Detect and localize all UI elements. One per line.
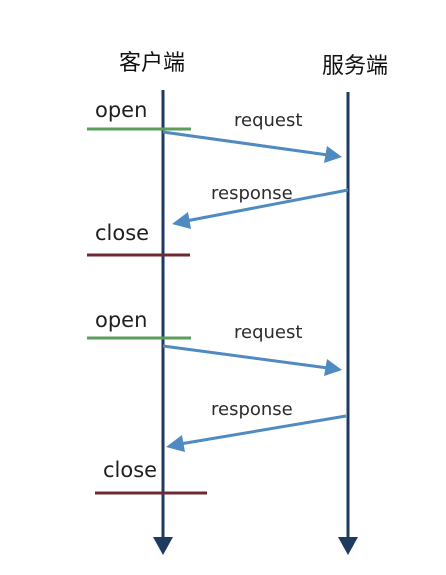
- open-label-2: open: [95, 308, 148, 332]
- response-arrowhead-1: [172, 212, 191, 229]
- open-label-1: open: [95, 98, 148, 122]
- client-lifeline-arrowhead: [153, 537, 173, 555]
- request-arrowhead-1: [324, 146, 342, 163]
- client-participant-label: 客户端: [119, 51, 186, 76]
- close-label-1: close: [95, 221, 150, 245]
- close-label-2: close: [103, 458, 158, 482]
- server-lifeline-arrowhead: [338, 537, 358, 555]
- request-label-2: request: [234, 322, 303, 343]
- request-label-1: request: [234, 110, 303, 131]
- response-arrow-2: [179, 414, 347, 446]
- response-label-2: response: [211, 399, 293, 420]
- response-arrow-1: [185, 188, 349, 223]
- response-label-1: response: [211, 183, 293, 204]
- request-arrow-1: [162, 130, 329, 157]
- server-participant-label: 服务端: [322, 54, 389, 79]
- response-arrowhead-2: [166, 435, 185, 452]
- request-arrow-2: [162, 344, 329, 370]
- request-arrowhead-2: [324, 359, 342, 376]
